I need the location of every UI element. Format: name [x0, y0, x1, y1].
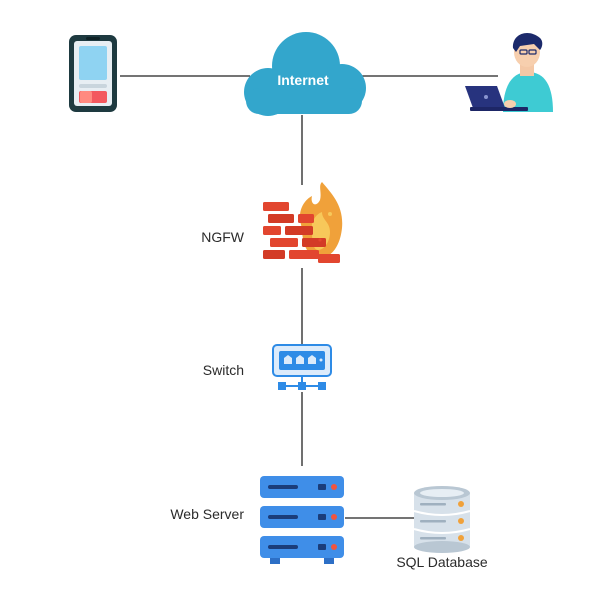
ngfw-label: NGFW — [201, 229, 245, 245]
web-server-label: Web Server — [170, 506, 244, 522]
sql-database-label: SQL Database — [396, 554, 488, 570]
server-rack-icon — [260, 476, 344, 564]
cloud-icon — [244, 32, 366, 116]
database-icon — [413, 486, 471, 553]
smartphone-icon — [69, 35, 117, 112]
connections — [120, 75, 498, 519]
internet-label: Internet — [277, 72, 329, 88]
person-laptop-icon — [465, 33, 553, 112]
network-switch-icon — [272, 344, 332, 390]
switch-label: Switch — [203, 362, 244, 378]
firewall-icon — [263, 182, 343, 263]
